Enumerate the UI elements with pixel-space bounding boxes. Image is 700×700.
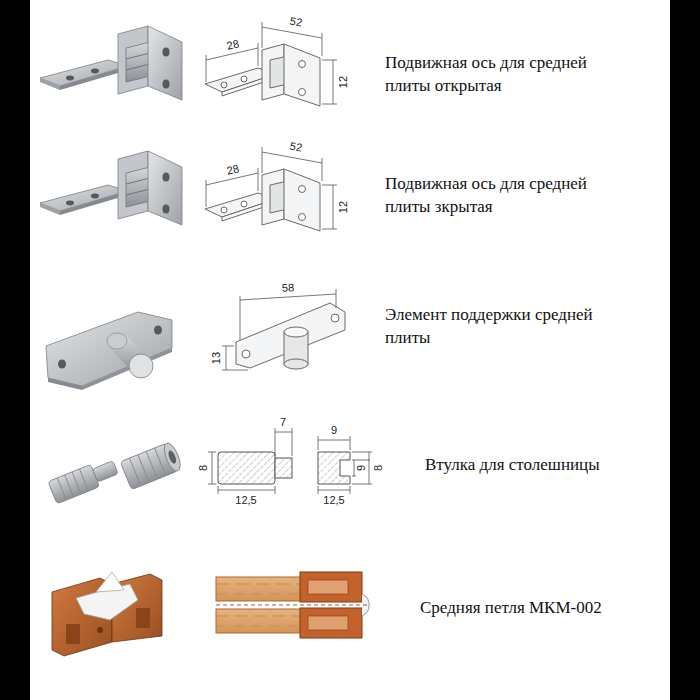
dimension-label: 28 [225,163,241,177]
dimension-label: 12 [338,75,349,89]
bushing-drawing [208,428,372,494]
border-band [0,0,30,700]
dimension-label: 7 [279,417,287,428]
dimension-label: 8 [373,464,384,472]
hinge-axis-drawing [205,22,337,106]
dimension-label: 8 [198,464,209,472]
part-caption: Подвижная ось для средней плиты открытая [385,51,630,97]
part-caption: Подвижная ось для средней плиты зкрытая [385,172,630,218]
border-band [670,0,700,700]
dimension-label: 58 [281,282,296,294]
bushing-render [48,441,183,504]
support-element-drawing [222,289,345,370]
middle-hinge-render [52,572,162,656]
dimension-label: 28 [225,38,241,52]
hinge-axis-render [40,26,182,100]
dimension-label: 52 [288,140,304,153]
dimension-label: 9 [356,464,367,472]
dimension-label: 9 [330,425,338,436]
dimension-label: 12,5 [322,495,345,506]
dimension-label: 13 [211,351,222,365]
part-caption: Элемент поддержки средней плиты [385,303,637,349]
support-element-render [46,312,172,390]
dimension-label: 12,5 [234,495,257,506]
dimension-label: 52 [288,15,304,28]
middle-hinge-drawing [216,572,370,638]
part-caption: Средняя петля МКМ-002 [420,596,602,619]
dimension-label: 12 [338,200,349,214]
part-caption: Втулка для столешницы [425,453,600,476]
